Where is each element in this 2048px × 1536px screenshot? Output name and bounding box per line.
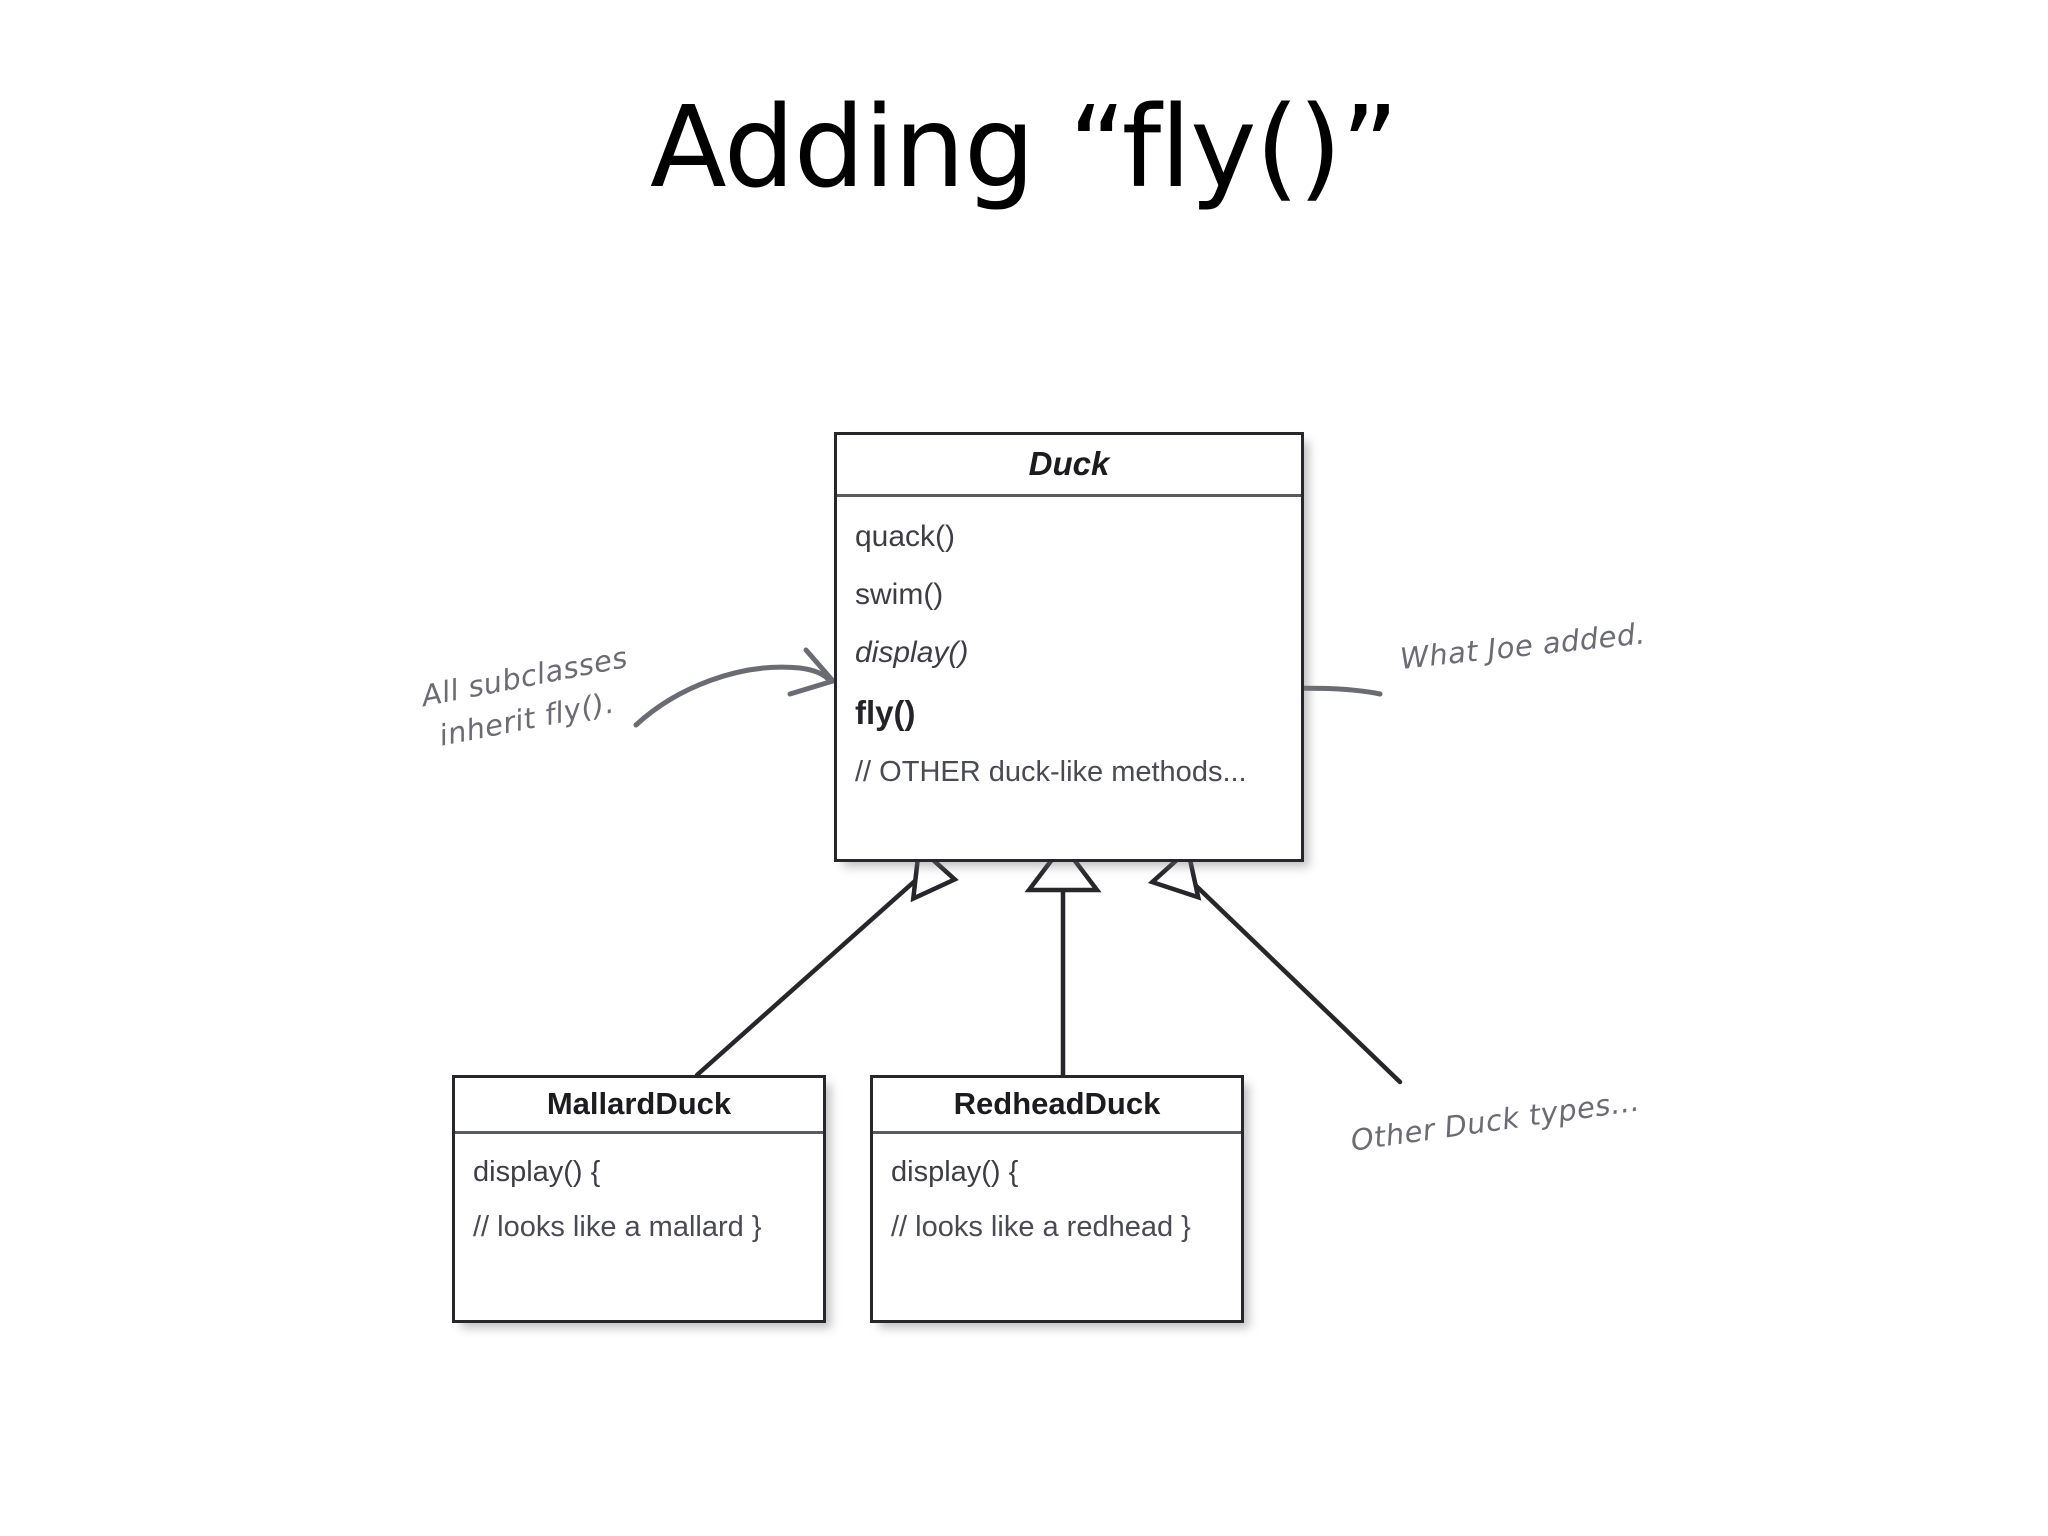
uml-class-redheadduck-title: RedheadDuck — [873, 1078, 1241, 1134]
uml-class-redheadduck-methods: display() { // looks like a redhead } — [873, 1134, 1241, 1244]
method-display-mallard: display() { — [473, 1156, 601, 1188]
uml-class-mallardduck-title: MallardDuck — [455, 1078, 823, 1134]
generalization-redhead-to-duck — [1024, 841, 1102, 1078]
handdrawn-arrow-inherit — [633, 647, 836, 728]
uml-class-mallardduck[interactable]: MallardDuck display() { // looks like a … — [452, 1075, 826, 1323]
uml-class-duck-title: Duck — [837, 435, 1301, 497]
generalization-mallard-to-duck — [694, 842, 959, 1078]
uml-class-mallardduck-methods: display() { // looks like a mallard } — [455, 1134, 823, 1244]
generalization-other-to-duck — [1147, 845, 1403, 1085]
method-display-redhead: display() { — [891, 1156, 1019, 1188]
page-title: Adding “fly()” — [650, 83, 1399, 213]
uml-class-duck-methods: quack() swim() display() fly() // OTHER … — [837, 497, 1301, 789]
method-comment-redhead: // looks like a redhead } — [891, 1211, 1191, 1243]
method-other-comment: // OTHER duck-like methods... — [855, 756, 1247, 788]
method-display: display() — [855, 636, 969, 669]
uml-class-redheadduck[interactable]: RedheadDuck display() { // looks like a … — [870, 1075, 1244, 1323]
method-comment-mallard: // looks like a mallard } — [473, 1211, 762, 1243]
annotation-other-duck-types: Other Duck types... — [1348, 1083, 1642, 1158]
method-swim: swim() — [855, 578, 944, 611]
method-fly: fly() — [855, 694, 916, 731]
annotation-what-joe-added: What Joe added. — [1398, 616, 1647, 676]
annotation-all-subclasses-inherit-fly: All subclasses inherit fly(). — [418, 640, 631, 755]
uml-class-duck[interactable]: Duck quack() swim() display() fly() // O… — [834, 432, 1304, 862]
method-quack: quack() — [855, 520, 956, 553]
